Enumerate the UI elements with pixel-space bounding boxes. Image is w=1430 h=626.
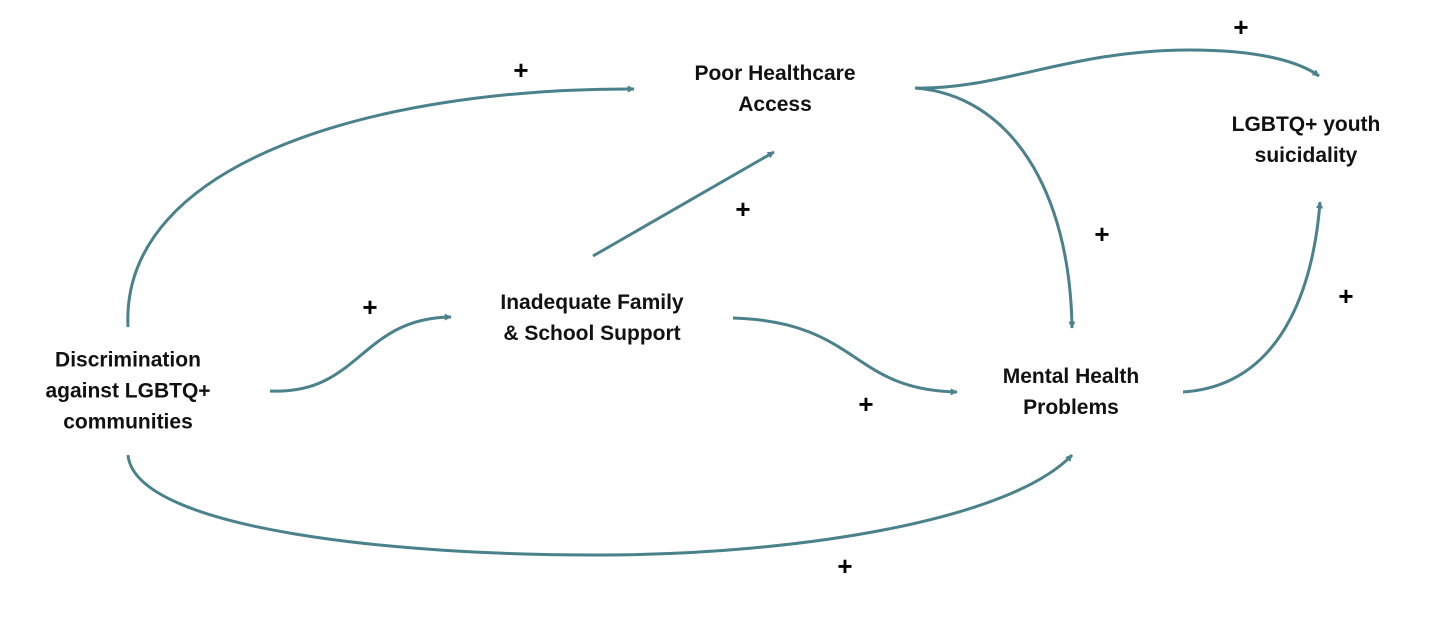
polarity-family-support-to-mental-health: +	[858, 389, 874, 419]
node-family-support: Inadequate Family & School Support	[500, 287, 683, 349]
edge-mental-health-to-suicidality	[1182, 201, 1324, 394]
node-mental-health: Mental Health Problems	[1003, 361, 1140, 423]
node-discrimination-line-3: communities	[63, 410, 193, 434]
node-healthcare: Poor Healthcare Access	[694, 58, 855, 120]
node-healthcare-line-1: Poor Healthcare	[694, 62, 856, 85]
node-suicidality-line-2: suicidality	[1254, 144, 1358, 167]
node-discrimination-line-2: against LGBTQ+	[45, 379, 211, 403]
polarity-discrimination-to-family-support: +	[362, 292, 378, 322]
polarity-family-support-to-healthcare: +	[735, 194, 751, 224]
polarity-healthcare-to-mental-health: +	[1094, 219, 1110, 249]
polarity-discrimination-to-healthcare: +	[513, 55, 529, 85]
edge-discrimination-to-healthcare	[126, 85, 635, 328]
node-family-support-line-2: & School Support	[503, 322, 681, 345]
polarity-discrimination-to-mental-health: +	[837, 551, 853, 581]
edge-healthcare-to-suicidality	[914, 48, 1320, 90]
edge-family-support-to-mental-health	[732, 316, 958, 396]
edge-discrimination-to-mental-health	[126, 453, 1074, 557]
node-suicidality-line-1: LGBTQ+ youth	[1231, 113, 1381, 136]
node-suicidality: LGBTQ+ youth suicidality	[1232, 109, 1381, 171]
polarity-mental-health-to-suicidality: +	[1338, 281, 1354, 311]
edge-family-support-to-healthcare	[592, 150, 775, 258]
node-mental-health-line-2: Problems	[1023, 396, 1119, 419]
edge-healthcare-to-mental-health	[914, 86, 1076, 329]
node-discrimination-line-1: Discrimination	[55, 348, 201, 372]
polarity-healthcare-to-suicidality: +	[1233, 12, 1249, 42]
node-mental-health-line-1: Mental Health	[1002, 365, 1140, 388]
edge-discrimination-to-family-support	[269, 313, 452, 393]
node-healthcare-line-2: Access	[738, 93, 812, 116]
node-discrimination: Discrimination against LGBTQ+ communitie…	[45, 345, 210, 438]
node-family-support-line-1: Inadequate Family	[500, 291, 684, 314]
